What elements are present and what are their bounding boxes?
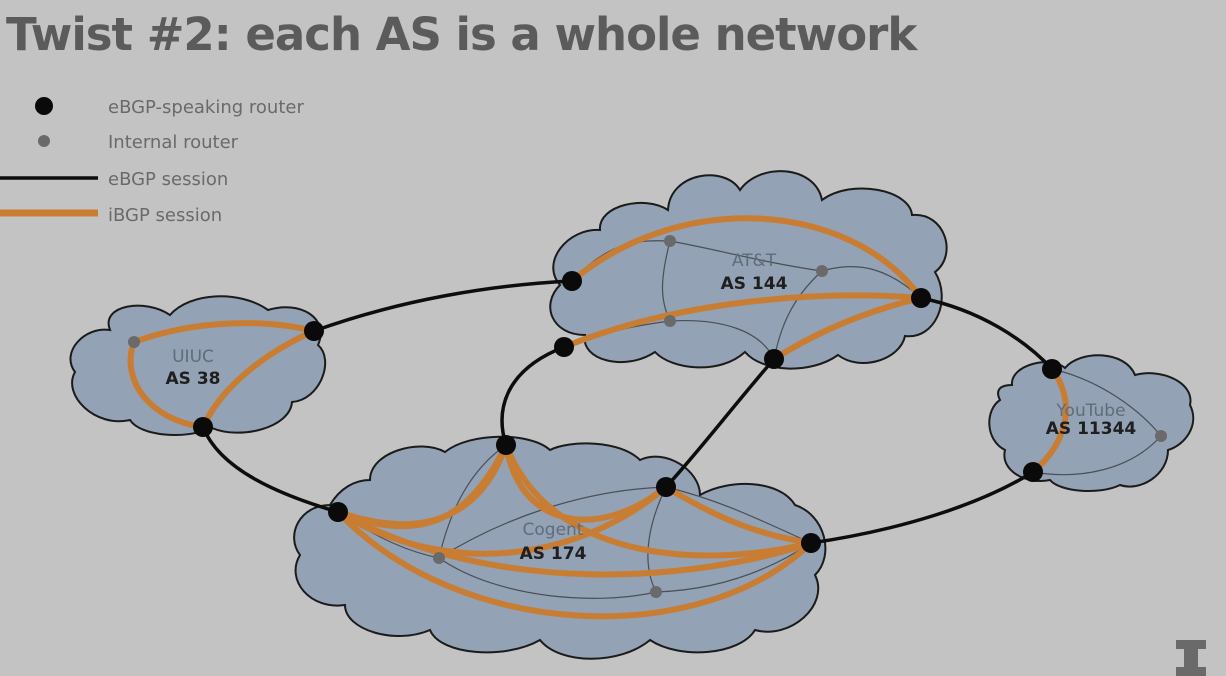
- youtube-as-name: YouTube: [1055, 401, 1125, 421]
- ebgp-router: [1023, 462, 1043, 482]
- as-labels: UIUC AS 38 AT&T AS 144 YouTube AS 11344 …: [166, 251, 1137, 564]
- ebgp-router: [801, 533, 821, 553]
- ibgp-sessions: [127, 215, 1069, 620]
- internal-router: [650, 586, 662, 598]
- internal-router: [433, 552, 445, 564]
- legend-ebgp-router-icon: [35, 97, 53, 115]
- uiuc-cloud: [69, 295, 327, 436]
- routers: [128, 235, 1167, 598]
- internal-router: [816, 265, 828, 277]
- ebgp-router: [193, 417, 213, 437]
- legend-label-ebgp-session: eBGP session: [108, 169, 228, 190]
- youtube-as-number: AS 11344: [1046, 419, 1137, 439]
- ebgp-router: [562, 271, 582, 291]
- ebgp-router: [656, 477, 676, 497]
- youtube-cloud: [988, 354, 1195, 492]
- legend-label-internal-router: Internal router: [108, 132, 239, 153]
- ebgp-router: [764, 349, 784, 369]
- illinois-logo-icon: [1176, 640, 1206, 676]
- ebgp-router: [304, 321, 324, 341]
- att-as-name: AT&T: [732, 251, 777, 271]
- internal-router: [128, 336, 140, 348]
- legend-internal-router-icon: [38, 135, 50, 147]
- ebgp-sessions: [201, 279, 1054, 545]
- ebgp-router: [1042, 359, 1062, 379]
- cogent-as-number: AS 174: [520, 544, 587, 564]
- uiuc-as-number: AS 38: [166, 369, 221, 389]
- slide-title: Twist #2: each AS is a whole network: [6, 8, 917, 61]
- ebgp-router: [911, 288, 931, 308]
- cogent-as-name: Cogent: [523, 520, 584, 540]
- internal-router: [664, 235, 676, 247]
- ebgp-router: [328, 502, 348, 522]
- internal-router: [664, 315, 676, 327]
- ebgp-router: [496, 435, 516, 455]
- internal-router: [1155, 430, 1167, 442]
- legend-label-ebgp-router: eBGP-speaking router: [108, 97, 304, 118]
- legend: eBGP-speaking router Internal router eBG…: [0, 97, 304, 226]
- ebgp-router: [554, 337, 574, 357]
- uiuc-as-name: UIUC: [172, 347, 214, 367]
- att-as-number: AS 144: [721, 274, 788, 294]
- legend-label-ibgp-session: iBGP session: [108, 205, 222, 226]
